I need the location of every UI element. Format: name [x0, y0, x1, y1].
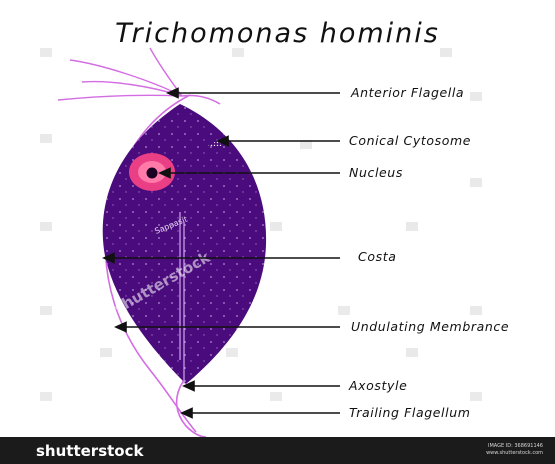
anterior-flagella	[58, 48, 220, 104]
site-url: www.shutterstock.com	[486, 450, 543, 457]
label-undulating-membrane: Undulating Membrance	[351, 319, 509, 334]
label-anterior-flagella: Anterior Flagella	[351, 85, 464, 100]
shutterstock-logo: shutterstock	[36, 442, 143, 460]
watermark-footer: shutterstock IMAGE ID: 368691146 www.shu…	[0, 437, 555, 464]
label-nucleus: Nucleus	[349, 165, 403, 180]
image-id-text: IMAGE ID: 368691146 www.shutterstock.com	[486, 443, 543, 457]
label-trailing-flagellum: Trailing Flagellum	[349, 405, 471, 420]
label-conical-cytosome: Conical Cytosome	[349, 133, 471, 148]
label-axostyle: Axostyle	[349, 378, 407, 393]
diagram-title: Trichomonas hominis	[0, 18, 555, 49]
nucleus-karyosome	[147, 168, 158, 179]
label-costa: Costa	[358, 249, 396, 264]
image-id: IMAGE ID: 368691146	[486, 443, 543, 450]
